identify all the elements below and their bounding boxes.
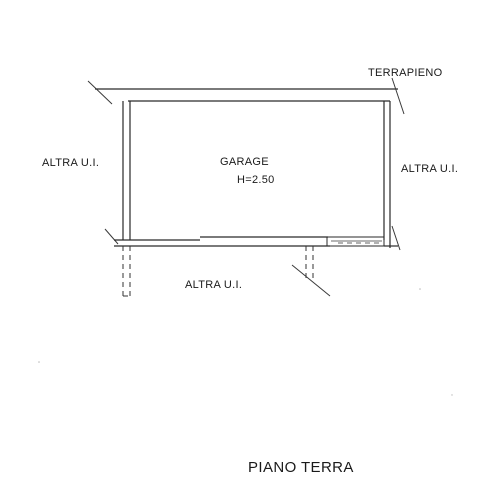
- neighbor-unit-right: ALTRA U.I.: [401, 163, 458, 175]
- lower-unit-outline: [122, 246, 331, 297]
- floor-title: PIANO TERRA: [248, 459, 354, 476]
- room-height: H=2.50: [237, 174, 275, 186]
- neighbor-unit-left: ALTRA U.I.: [42, 157, 99, 169]
- neighbor-unit-bottom: ALTRA U.I.: [185, 279, 242, 291]
- left-wall: [104, 101, 131, 245]
- right-wall: [383, 101, 401, 251]
- bottom-wall: [114, 236, 398, 247]
- room-name: GARAGE: [220, 156, 269, 168]
- embankment-label: TERRAPIENO: [368, 67, 443, 79]
- scan-specks: [38, 288, 453, 396]
- top-wall: [87, 77, 405, 115]
